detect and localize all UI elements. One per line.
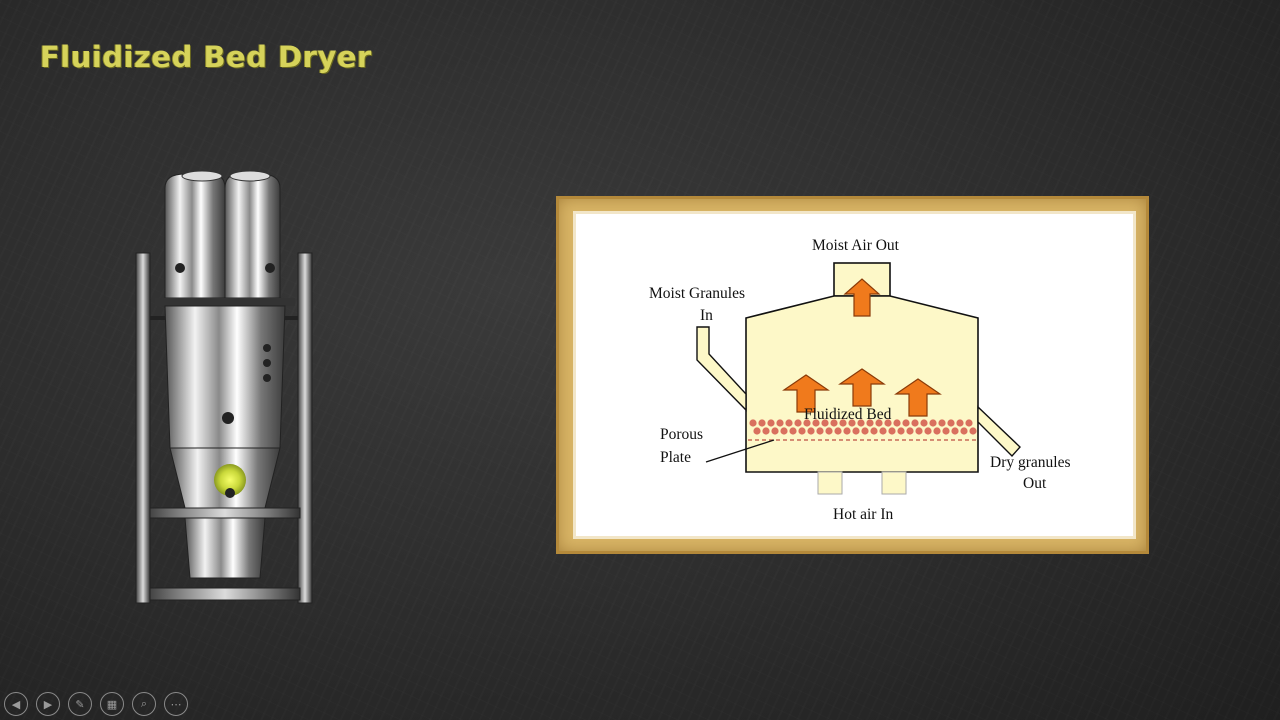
granule	[884, 419, 892, 427]
next-arrow-button[interactable]: ▶	[36, 692, 60, 716]
granule	[915, 427, 923, 435]
granule	[825, 427, 833, 435]
granule	[870, 427, 878, 435]
granule	[920, 419, 928, 427]
granule	[807, 427, 815, 435]
granule	[951, 427, 959, 435]
granule	[803, 419, 811, 427]
granule	[902, 419, 910, 427]
label-dry-granules-2: Out	[1023, 475, 1047, 492]
granule	[821, 419, 829, 427]
dryer-schematic	[696, 262, 1021, 495]
zoom-icon: ⌕	[140, 697, 148, 710]
granule	[798, 427, 806, 435]
granule	[812, 419, 820, 427]
up-arrow-icon	[782, 374, 830, 413]
label-hot-air-in: Hot air In	[833, 506, 894, 523]
granule	[830, 419, 838, 427]
slides-grid-button[interactable]: ▦	[100, 692, 124, 716]
granule	[762, 427, 770, 435]
slides-grid-icon: ▦	[106, 697, 118, 711]
granule	[843, 427, 851, 435]
label-porous-2: Plate	[660, 449, 691, 466]
discharge-chute	[977, 405, 1021, 458]
diagram-frame: Moist Air Out Moist Granules In Fluidize…	[556, 196, 1149, 554]
dryer-machine-image	[135, 170, 313, 604]
granule	[852, 427, 860, 435]
granule	[947, 419, 955, 427]
granule	[897, 427, 905, 435]
diagram-canvas: Moist Air Out Moist Granules In Fluidize…	[576, 214, 1133, 536]
label-moist-granules-in-2: In	[700, 307, 713, 324]
more-options-icon: ⋯	[170, 697, 182, 711]
granule	[816, 427, 824, 435]
label-moist-granules-in-1: Moist Granules	[649, 285, 746, 302]
previous-arrow-icon: ◀	[11, 697, 21, 711]
up-arrow-icon	[894, 378, 942, 417]
granule	[866, 419, 874, 427]
granule	[911, 419, 919, 427]
hot-air-inlet-left	[817, 471, 843, 495]
label-dry-granules-1: Dry granules	[990, 454, 1071, 471]
label-porous-1: Porous	[660, 426, 704, 443]
granule	[839, 419, 847, 427]
up-arrow-icon	[843, 278, 881, 317]
granule	[776, 419, 784, 427]
more-options-button[interactable]: ⋯	[164, 692, 188, 716]
presentation-toolbar: ◀ ▶ ✎ ▦ ⌕ ⋯	[4, 690, 188, 718]
granule	[933, 427, 941, 435]
granule	[753, 427, 761, 435]
zoom-button[interactable]: ⌕	[132, 692, 156, 716]
label-fluidized-bed: Fluidized Bed	[804, 406, 892, 423]
label-moist-air-out: Moist Air Out	[812, 237, 899, 254]
granule	[969, 427, 977, 435]
granule	[780, 427, 788, 435]
granule	[789, 427, 797, 435]
granule	[771, 427, 779, 435]
granule	[767, 419, 775, 427]
granule	[861, 427, 869, 435]
previous-arrow-button[interactable]: ◀	[4, 692, 28, 716]
granule	[857, 419, 865, 427]
granule	[749, 419, 757, 427]
granule-layer	[749, 419, 977, 435]
hot-air-inlet-right	[881, 471, 907, 495]
granule	[893, 419, 901, 427]
up-arrow-icon	[838, 368, 886, 407]
air-flow-arrows	[782, 278, 942, 417]
granule	[848, 419, 856, 427]
granule	[758, 419, 766, 427]
granule	[929, 419, 937, 427]
granule	[924, 427, 932, 435]
porous-plate-pointer	[705, 439, 775, 463]
pen-button[interactable]: ✎	[68, 692, 92, 716]
granule	[794, 419, 802, 427]
granule	[960, 427, 968, 435]
granule	[875, 419, 883, 427]
granule	[938, 419, 946, 427]
granule	[888, 427, 896, 435]
granule	[965, 419, 973, 427]
granule	[906, 427, 914, 435]
granule	[956, 419, 964, 427]
feed-chute	[696, 326, 747, 412]
pen-icon: ✎	[75, 697, 85, 711]
granule	[879, 427, 887, 435]
slide-title: Fluidized Bed Dryer	[40, 40, 372, 74]
next-arrow-icon: ▶	[43, 697, 53, 711]
granule	[834, 427, 842, 435]
granule	[785, 419, 793, 427]
granule	[942, 427, 950, 435]
